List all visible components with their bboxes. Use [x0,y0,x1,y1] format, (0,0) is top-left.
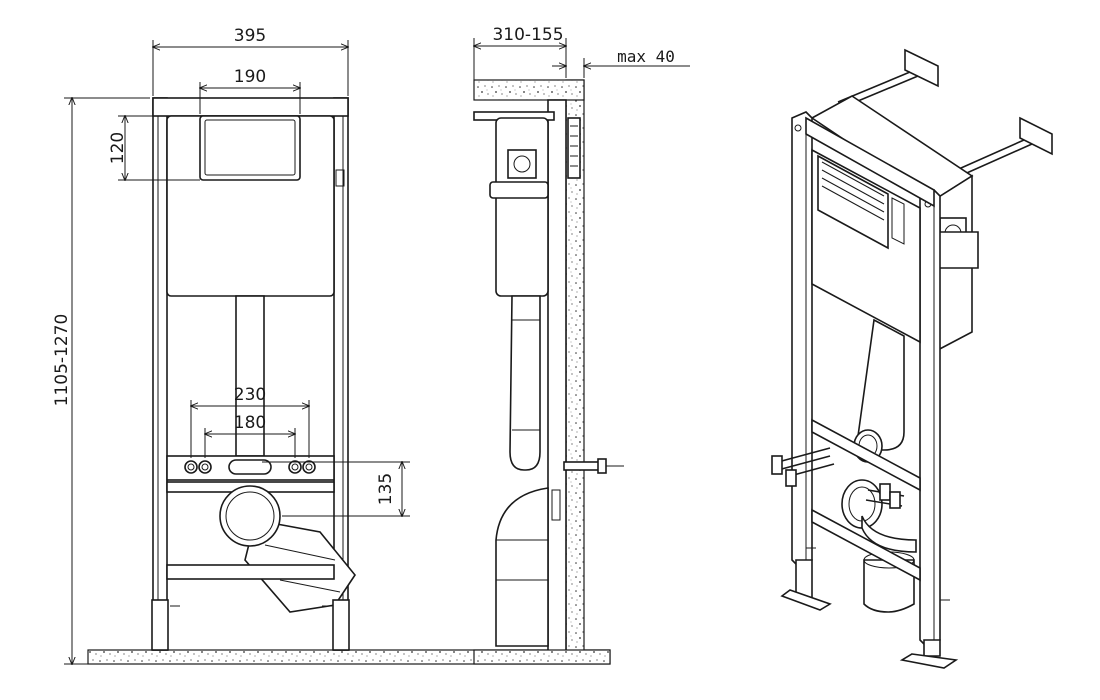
iso-post-left [791,111,813,567]
ceiling-slab [473,79,585,101]
dimension-bolt-outer: 230 [234,385,266,405]
frame-top-bar [152,97,349,117]
flush-pipe-side [509,295,541,471]
dimension-plate-width: 190 [234,67,266,87]
dimension-wall-max: max 40 [617,47,675,66]
dimension-width: 395 [234,26,266,46]
dimension-plate-height: 120 [108,132,128,164]
drain-connector [219,485,281,547]
cistern-side [495,117,549,297]
dimension-depth: 310-155 [492,25,563,45]
iso-post-right [919,189,941,647]
side-view: 310-155 max 40 [473,25,690,665]
iso-flush-plate [817,154,889,250]
flush-plate-opening [199,115,301,181]
frame-post-left [152,97,168,651]
dimension-drain-height: 135 [376,473,396,505]
dimension-bolt-inner: 180 [234,413,266,433]
dimension-height: 1105-1270 [52,314,72,407]
isometric-view [771,48,1053,669]
front-view: 395 190 120 1105-1270 230 180 135 [52,26,611,664]
